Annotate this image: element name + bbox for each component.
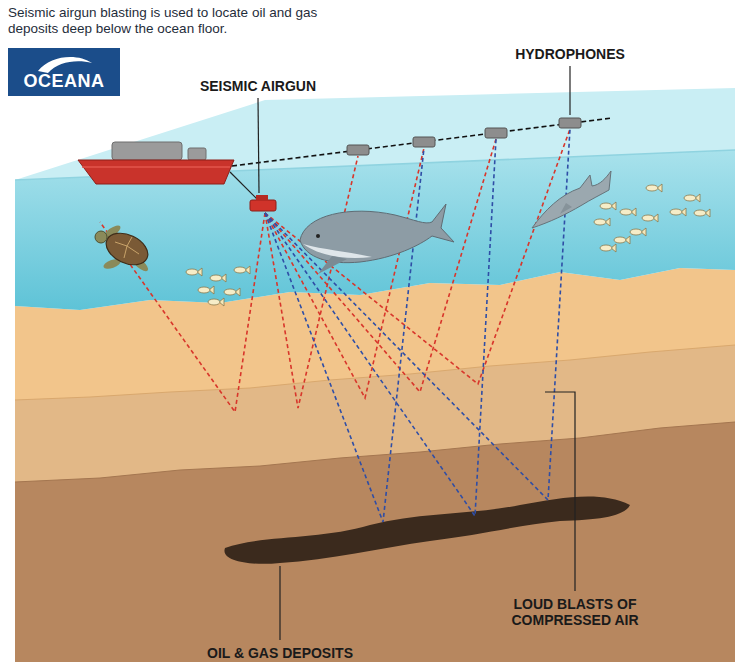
fish — [210, 274, 226, 282]
hydrophone — [347, 145, 369, 155]
fish-body — [594, 219, 606, 225]
whale — [300, 204, 454, 274]
fish — [620, 208, 636, 216]
sediment-layers — [15, 268, 735, 662]
ship-cabin — [188, 148, 206, 160]
hydrophone — [413, 137, 435, 147]
leader-line — [258, 98, 259, 193]
fish — [234, 266, 250, 274]
red-sound-rays — [100, 129, 570, 412]
whale-fin — [318, 256, 347, 274]
sea-turtle — [95, 223, 153, 274]
turtle-head — [95, 231, 107, 243]
oil-deposit-shape — [224, 496, 630, 563]
sand-layer — [15, 268, 735, 662]
ship-cabin — [112, 142, 182, 160]
callout-label: HYDROPHONES — [515, 46, 625, 62]
fish-body — [646, 185, 658, 191]
fish — [224, 288, 240, 296]
fish — [594, 218, 610, 226]
logo-wave-shape — [38, 57, 92, 73]
hydrophone — [485, 128, 507, 138]
fish-body — [224, 289, 236, 295]
fish — [208, 298, 224, 306]
clay-layer — [15, 345, 735, 662]
layer-edge — [15, 345, 735, 400]
fish-body — [670, 209, 682, 215]
fish-body — [630, 229, 642, 235]
fish — [614, 236, 630, 244]
fish — [646, 184, 662, 192]
logo-text: OCEANA — [23, 71, 104, 91]
seismic-airgun — [250, 195, 276, 211]
fish-body — [234, 267, 246, 273]
fish-body — [600, 203, 612, 209]
leader-lines — [258, 66, 575, 640]
dolphin-body — [532, 171, 611, 228]
fish-body — [694, 210, 706, 216]
fish-body — [684, 195, 696, 201]
fish-body — [614, 237, 626, 243]
fish-body — [642, 215, 654, 221]
callout-label: OIL & GAS DEPOSITS — [207, 645, 353, 661]
fish — [186, 268, 202, 276]
turtle-shell — [101, 227, 153, 271]
ship-stripe — [82, 166, 230, 168]
fish-body — [198, 287, 210, 293]
callout-label: LOUD BLASTS OF COMPRESSED AIR — [500, 596, 650, 628]
callout-label: SEISMIC AIRGUN — [200, 78, 316, 94]
blue-sound-rays — [265, 129, 570, 522]
leader-line — [279, 566, 280, 640]
leader-line — [569, 66, 570, 115]
fish-school — [186, 184, 710, 306]
fish — [670, 208, 686, 216]
fish-body — [210, 275, 222, 281]
whale-belly — [303, 244, 372, 258]
turtle-shell-pattern — [115, 237, 139, 258]
red-sound-rays — [265, 156, 358, 408]
fish — [642, 214, 658, 222]
ship-hull — [78, 160, 234, 184]
rock-layer — [15, 422, 735, 662]
red-sound-rays — [265, 129, 570, 384]
fish-body — [600, 245, 612, 251]
fish-body — [186, 269, 198, 275]
whale-eye — [316, 234, 320, 238]
fish-body — [208, 299, 220, 305]
water-front-face — [15, 150, 735, 310]
dolphin-fin — [560, 203, 572, 214]
ocean-water — [15, 88, 735, 310]
fish — [198, 286, 214, 294]
whale-body — [300, 204, 454, 263]
diagram-title: Seismic airgun blasting is used to locat… — [8, 5, 328, 37]
fish — [684, 194, 700, 202]
ship — [78, 142, 234, 184]
airgun-body — [256, 195, 268, 201]
fish — [600, 244, 616, 252]
blue-sound-rays — [265, 148, 424, 522]
fish-body — [620, 209, 632, 215]
layer-edge — [15, 422, 735, 482]
blue-sound-rays — [265, 139, 496, 516]
dolphin — [532, 171, 611, 228]
leader-line — [545, 392, 575, 591]
fish — [630, 228, 646, 236]
fish — [694, 209, 710, 217]
logo-box: OCEANA — [8, 48, 120, 96]
airgun-cable — [230, 172, 258, 200]
airgun-body — [250, 200, 276, 211]
red-sound-rays — [265, 139, 496, 392]
red-sound-rays — [100, 213, 265, 412]
blue-sound-rays — [265, 129, 570, 500]
fish — [600, 202, 616, 210]
oil-gas-deposit — [224, 496, 630, 563]
hydrophone — [559, 118, 581, 128]
